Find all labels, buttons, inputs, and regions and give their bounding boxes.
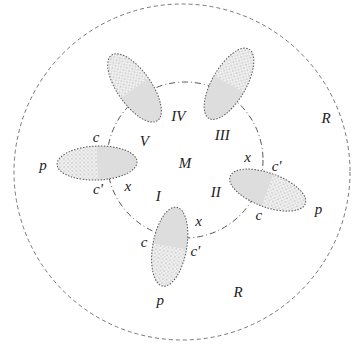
part-label: II xyxy=(211,185,221,200)
petal xyxy=(194,41,263,127)
part-label: c xyxy=(255,207,262,222)
part-label: IV xyxy=(171,108,185,123)
petal xyxy=(98,45,172,130)
part-label: I xyxy=(156,188,161,203)
part-label: p xyxy=(315,201,323,216)
petal xyxy=(56,145,137,182)
part-label: x xyxy=(195,214,202,229)
outer-circle xyxy=(14,4,350,340)
part-label: M xyxy=(179,156,192,171)
part-label: c xyxy=(141,235,148,250)
part-label: x xyxy=(125,179,132,194)
petal xyxy=(224,160,311,219)
part-label: V xyxy=(140,134,149,149)
part-label: III xyxy=(215,128,230,143)
part-label: x xyxy=(244,150,251,165)
part-label: c xyxy=(93,130,100,145)
part-label: p xyxy=(157,292,165,307)
part-label: c' xyxy=(93,182,103,197)
part-label: p xyxy=(39,157,47,172)
part-label: R xyxy=(233,285,242,300)
part-label: c' xyxy=(190,244,200,259)
petal xyxy=(146,204,193,289)
part-label: R xyxy=(321,111,330,126)
part-label: c' xyxy=(272,158,282,173)
